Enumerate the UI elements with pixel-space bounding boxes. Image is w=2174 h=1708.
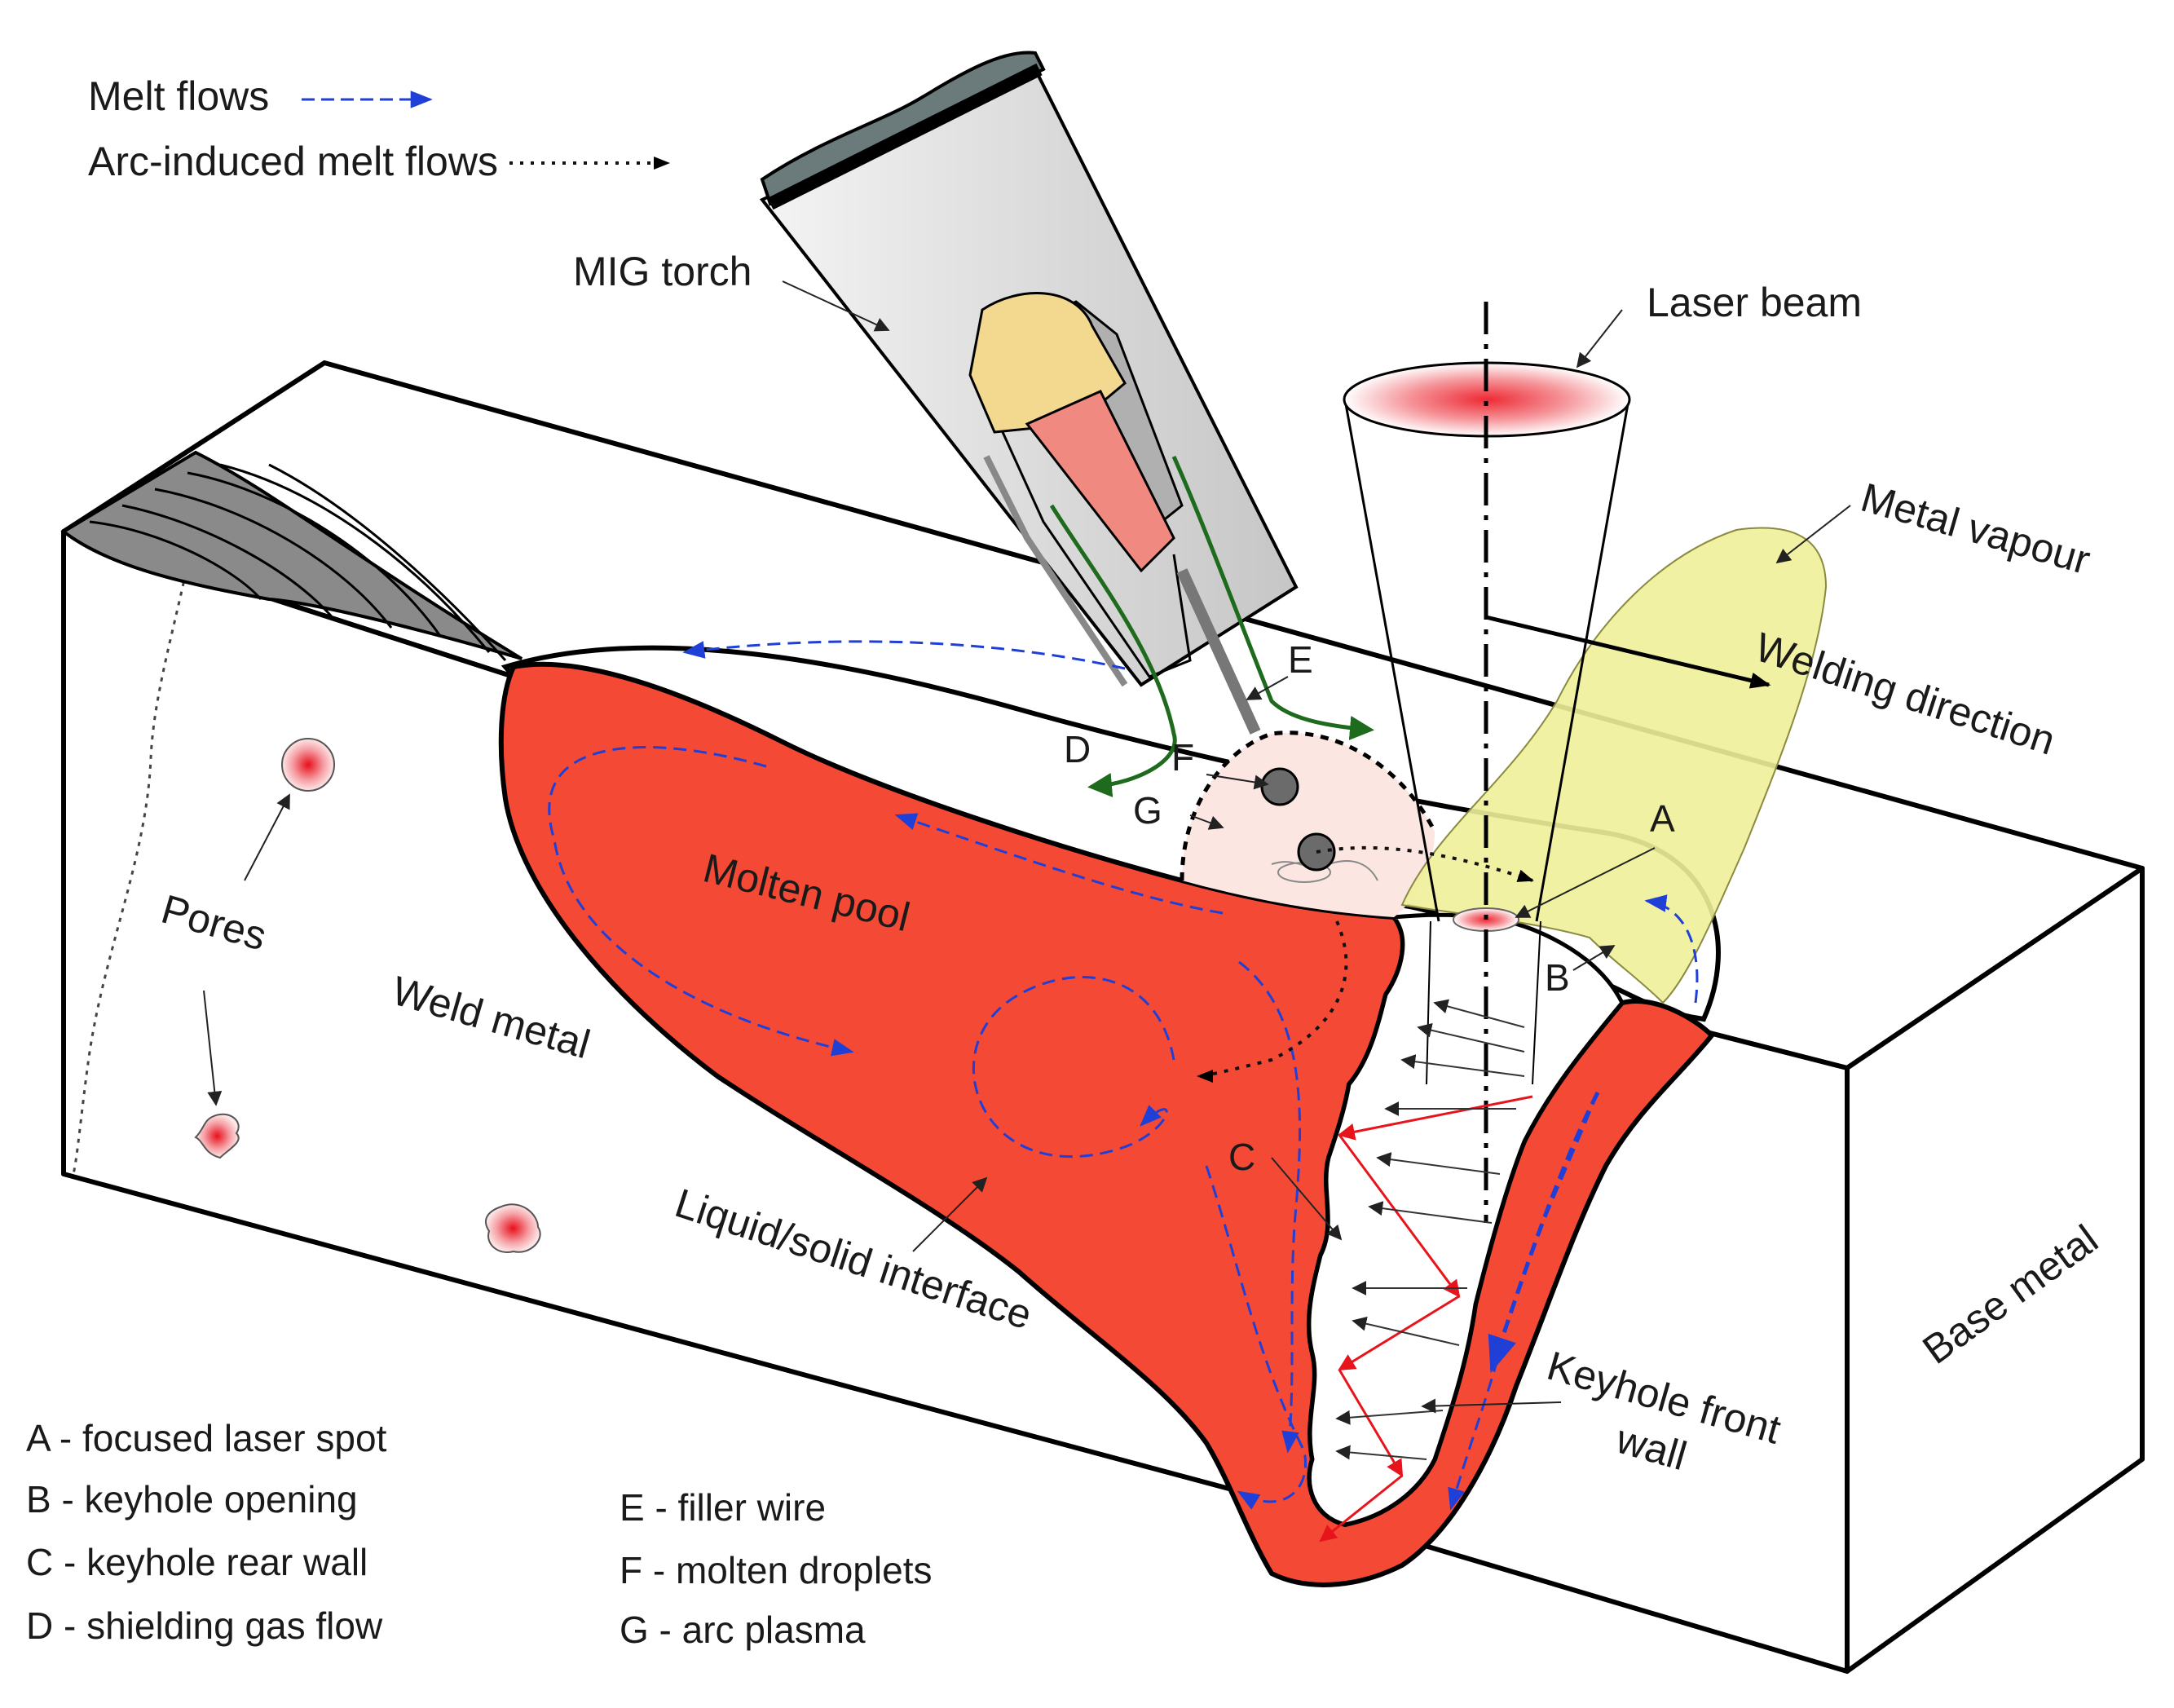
key-item-c: C - keyhole rear wall [26, 1541, 368, 1583]
label-laser-beam: Laser beam [1647, 280, 1862, 325]
shield-gas-flow-right [1171, 455, 1374, 740]
mig-torch [759, 51, 1374, 797]
letter-f: F [1171, 736, 1194, 779]
letter-g: G [1133, 789, 1162, 832]
legend-melt-flows: Melt flows [88, 73, 269, 119]
arc-plasma-boundary [1180, 730, 1437, 881]
key-item-d: D - shielding gas flow [26, 1604, 383, 1647]
leader-lines [203, 280, 1851, 1414]
molten-droplet [1260, 767, 1299, 806]
letter-a: A [1650, 797, 1675, 840]
letter-c: C [1228, 1136, 1255, 1178]
block-side-face [1845, 866, 2145, 1674]
letter-d: D [1064, 728, 1091, 770]
contact-tip [1025, 390, 1175, 573]
weld-bead-ripples [60, 450, 523, 661]
shield-gas-flow-left [1049, 504, 1177, 797]
key: A - focused laser spot B - keyhole openi… [26, 1417, 932, 1651]
letter-b: B [1545, 956, 1570, 999]
label-metal-vapour: Metal vapour [1856, 474, 2095, 584]
label-mig-torch: MIG torch [573, 249, 752, 294]
key-item-e: E - filler wire [620, 1486, 826, 1529]
letter-e: E [1288, 638, 1313, 681]
pore [281, 738, 335, 792]
pore [194, 1113, 240, 1159]
legend-arc-flows: Arc-induced melt flows [88, 139, 498, 184]
key-item-g: G - arc plasma [620, 1609, 866, 1651]
melt-flow-arrows [548, 640, 1699, 1511]
key-item-a: A - focused laser spot [26, 1417, 387, 1459]
fusion-boundary-left [72, 456, 205, 1175]
legend: Melt flows Arc-induced melt flows [88, 73, 670, 184]
pore [485, 1203, 541, 1253]
key-item-b: B - keyhole opening [26, 1478, 358, 1520]
welding-direction-arrow [1485, 615, 1771, 689]
filler-wire [1176, 568, 1261, 735]
laser-beam [1343, 302, 1631, 1223]
key-item-f: F - molten droplets [620, 1549, 932, 1591]
